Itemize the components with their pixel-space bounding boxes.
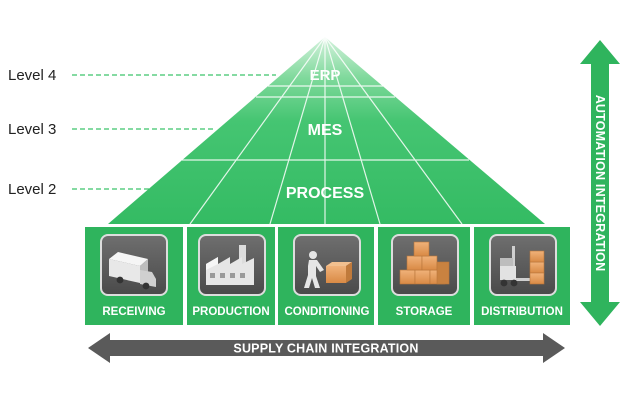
stage-conditioning: CONDITIONING [278, 227, 374, 325]
pyramid: ERP MES PROCESS [108, 36, 545, 225]
pyramid-body [108, 37, 545, 224]
stage-label-production: PRODUCTION [192, 306, 269, 318]
stage-receiving: RECEIVING [85, 227, 183, 325]
stage-label-conditioning: CONDITIONING [285, 306, 370, 318]
supply-chain-arrow: SUPPLY CHAIN INTEGRATION [88, 333, 565, 363]
tier-label-mes: MES [308, 122, 343, 139]
stage-label-receiving: RECEIVING [102, 306, 165, 318]
boxes-icon [399, 241, 450, 285]
forklift-icon [500, 246, 545, 287]
stage-distribution: DISTRIBUTION [474, 227, 570, 325]
stage-label-storage: STORAGE [396, 306, 453, 318]
level-2-label: Level 2 [8, 181, 56, 198]
factory-icon [206, 245, 254, 285]
supply-chain-label: SUPPLY CHAIN INTEGRATION [233, 342, 418, 356]
automation-label: AUTOMATION INTEGRATION [593, 95, 607, 272]
tier-label-process: PROCESS [286, 185, 365, 202]
automation-arrow: AUTOMATION INTEGRATION [580, 40, 620, 326]
truck-icon [109, 252, 156, 290]
pyramid-grid [182, 36, 469, 225]
stage-production: PRODUCTION [187, 227, 275, 325]
stage-label-distribution: DISTRIBUTION [481, 306, 563, 318]
stage-row: RECEIVING PRODUCTION [85, 227, 570, 325]
level-4-label: Level 4 [8, 67, 56, 84]
worker-box-icon [304, 251, 352, 288]
tier-label-erp: ERP [310, 67, 341, 84]
level-3-label: Level 3 [8, 121, 56, 138]
stage-storage: STORAGE [378, 227, 470, 325]
level-labels: Level 4 Level 3 Level 2 [8, 67, 276, 198]
